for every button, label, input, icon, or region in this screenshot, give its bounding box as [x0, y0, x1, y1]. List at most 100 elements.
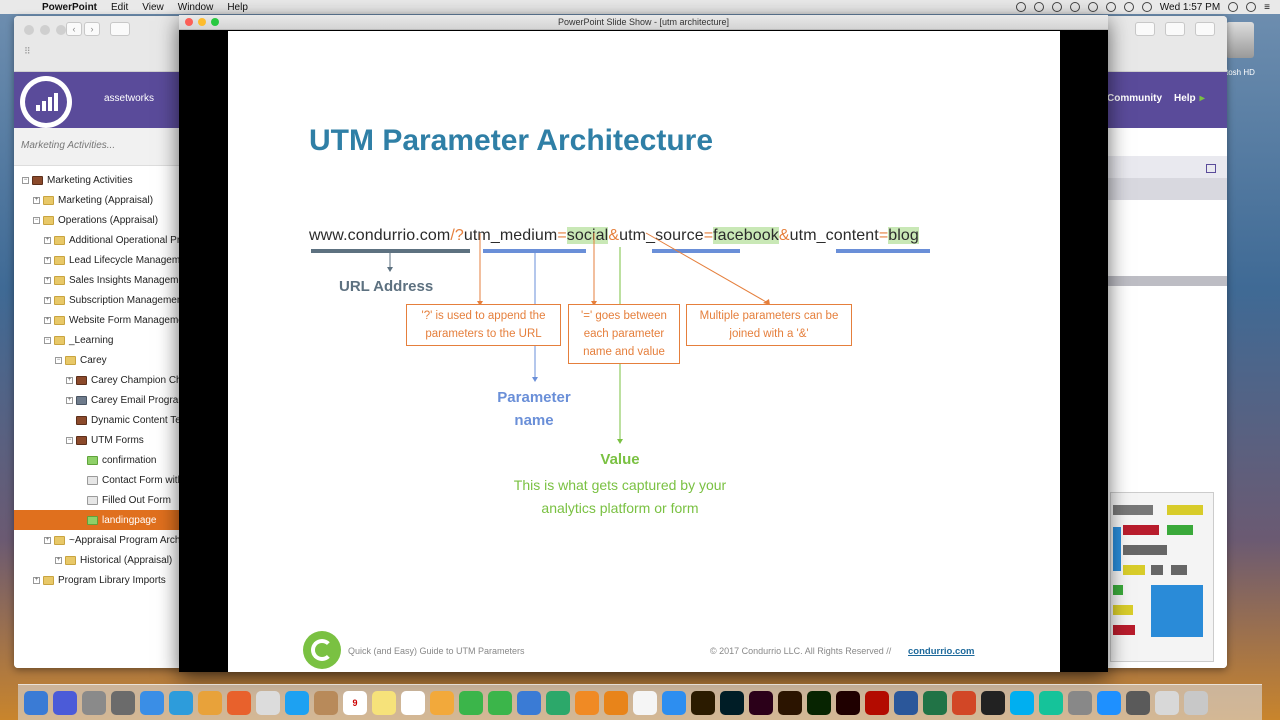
chrome-icon[interactable] — [198, 690, 222, 715]
notes-icon[interactable] — [372, 690, 396, 715]
menu-window[interactable]: Window — [177, 1, 214, 13]
quicktime-icon[interactable] — [1097, 690, 1121, 715]
forward-button[interactable]: › — [84, 22, 100, 36]
expand-toggle-icon[interactable]: + — [44, 276, 51, 284]
back-button[interactable]: ‹ — [66, 22, 82, 36]
wifi-icon[interactable] — [1105, 2, 1116, 12]
record-status-icon[interactable] — [1015, 2, 1026, 12]
panel-toggle-icon[interactable] — [1206, 164, 1216, 173]
bluetooth-icon[interactable] — [1087, 2, 1098, 12]
reminders-icon[interactable] — [401, 690, 425, 715]
expand-toggle-icon[interactable]: + — [66, 376, 73, 384]
calendar-icon[interactable]: 9 — [343, 690, 367, 715]
help-link[interactable]: Help▸ — [1174, 93, 1205, 104]
expand-toggle-icon[interactable]: − — [33, 216, 40, 224]
time-machine-icon[interactable] — [1069, 2, 1080, 12]
marketo-logo[interactable] — [20, 76, 72, 128]
tree-item[interactable]: +Program Library Imports — [14, 570, 180, 590]
community-link[interactable]: Community — [1107, 93, 1162, 104]
tree-item[interactable]: −UTM Forms — [14, 430, 180, 450]
expand-toggle-icon[interactable]: + — [33, 576, 40, 584]
user-avatar-icon[interactable] — [1246, 2, 1257, 12]
screenshot-icon[interactable] — [1068, 690, 1092, 715]
share-button[interactable] — [1165, 22, 1185, 36]
hard-drive-icon[interactable] — [1226, 22, 1254, 58]
indesign-icon[interactable] — [749, 690, 773, 715]
tree-item[interactable]: −Marketing Activities — [14, 170, 180, 190]
spotlight-icon[interactable] — [1228, 2, 1239, 12]
downloads-button[interactable] — [1135, 22, 1155, 36]
expand-toggle-icon[interactable]: − — [55, 356, 62, 364]
expand-toggle-icon[interactable]: + — [44, 296, 51, 304]
contacts-icon[interactable] — [314, 690, 338, 715]
tree-item[interactable]: +Additional Operational Pro — [14, 230, 180, 250]
downloads-icon[interactable] — [1155, 690, 1179, 715]
volume-icon[interactable] — [1123, 2, 1134, 12]
menu-app-name[interactable]: PowerPoint — [42, 1, 98, 13]
imovie-icon[interactable] — [1126, 690, 1150, 715]
tree-item[interactable]: +Subscription Management — [14, 290, 180, 310]
close-window-button[interactable] — [24, 25, 34, 35]
tree-item[interactable]: Filled Out Form — [14, 490, 180, 510]
dropbox-status-icon[interactable] — [1033, 2, 1044, 12]
menu-view[interactable]: View — [142, 1, 164, 13]
textedit-icon[interactable] — [256, 690, 280, 715]
expand-toggle-icon[interactable]: + — [33, 196, 40, 204]
powerpoint-icon[interactable] — [952, 690, 976, 715]
expand-toggle-icon[interactable]: + — [44, 256, 51, 264]
close-button[interactable] — [185, 18, 193, 26]
footer-website-link[interactable]: condurrio.com — [908, 646, 975, 657]
tree-item[interactable]: −Operations (Appraisal) — [14, 210, 180, 230]
messages-icon[interactable] — [459, 690, 483, 715]
terminal-icon[interactable] — [981, 690, 1005, 715]
word-icon[interactable] — [894, 690, 918, 715]
tree-item[interactable]: +Carey Email Program — [14, 390, 180, 410]
subscription-name[interactable]: assetworks — [104, 93, 155, 104]
preview-icon[interactable] — [140, 690, 164, 715]
dreamweaver-icon[interactable] — [807, 690, 831, 715]
tree-item[interactable]: −Carey — [14, 350, 180, 370]
zoom-window-button[interactable] — [56, 25, 66, 35]
expand-toggle-icon[interactable]: − — [66, 436, 73, 444]
tree-item[interactable]: +Marketing (Appraisal) — [14, 190, 180, 210]
system-prefs-icon[interactable] — [111, 690, 135, 715]
books-icon[interactable] — [604, 690, 628, 715]
facetime-icon[interactable] — [488, 690, 512, 715]
grammarly-icon[interactable] — [1039, 690, 1063, 715]
trash-icon[interactable] — [1184, 690, 1208, 715]
skype-icon[interactable] — [1010, 690, 1034, 715]
tree-item[interactable]: landingpage — [14, 510, 180, 530]
menu-edit[interactable]: Edit — [111, 1, 129, 13]
tree-item[interactable]: confirmation — [14, 450, 180, 470]
tree-item[interactable]: +Website Form Managemen — [14, 310, 180, 330]
menu-clock[interactable]: Wed 1:57 PM — [1159, 1, 1221, 13]
tree-search-input[interactable]: Marketing Activities... — [14, 128, 180, 166]
tree-item[interactable]: +Sales Insights Management — [14, 270, 180, 290]
launchpad-icon[interactable] — [82, 690, 106, 715]
expand-toggle-icon[interactable]: + — [44, 236, 51, 244]
acrobat-icon[interactable] — [865, 690, 889, 715]
excel-icon[interactable] — [923, 690, 947, 715]
expand-toggle-icon[interactable]: + — [66, 396, 73, 404]
battery-icon[interactable] — [1141, 2, 1152, 12]
siri-icon[interactable] — [53, 690, 77, 715]
minimize-window-button[interactable] — [40, 25, 50, 35]
sidebar-toggle-icon[interactable] — [110, 22, 130, 36]
zoom-button[interactable] — [211, 18, 219, 26]
keynote-icon[interactable] — [517, 690, 541, 715]
illustrator-icon[interactable] — [691, 690, 715, 715]
minimize-button[interactable] — [198, 18, 206, 26]
pages-icon[interactable] — [575, 690, 599, 715]
tree-item[interactable]: +Carey Champion Chal — [14, 370, 180, 390]
photoshop-icon[interactable] — [720, 690, 744, 715]
photos-icon[interactable] — [430, 690, 454, 715]
menu-help[interactable]: Help — [227, 1, 248, 13]
firefox-icon[interactable] — [227, 690, 251, 715]
tree-item[interactable]: +Lead Lifecycle Managemen — [14, 250, 180, 270]
itunes-icon[interactable] — [633, 690, 657, 715]
tree-item[interactable]: Contact Form with U — [14, 470, 180, 490]
expand-toggle-icon[interactable]: − — [22, 176, 29, 184]
numbers-icon[interactable] — [546, 690, 570, 715]
expand-toggle-icon[interactable]: + — [44, 316, 51, 324]
bridge-icon[interactable] — [778, 690, 802, 715]
